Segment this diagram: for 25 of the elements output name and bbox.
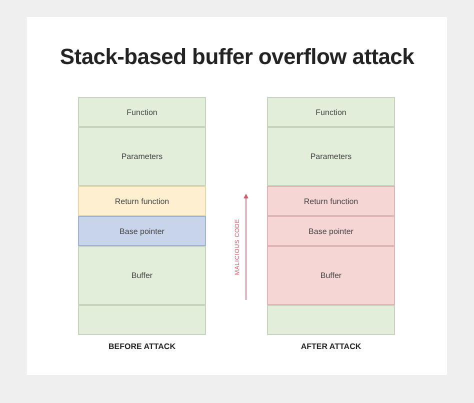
stack-frame — [267, 127, 395, 186]
stack-frame — [78, 97, 206, 127]
stack-frame — [267, 186, 395, 216]
stack-frame — [267, 97, 395, 127]
frame-label: Parameters — [310, 152, 352, 161]
frame-label: Buffer — [131, 271, 153, 280]
title: Stack-based buffer overflow attack — [58, 44, 416, 70]
frame-label: Return function — [304, 196, 358, 206]
stack-frame — [267, 246, 395, 305]
frame-label: Function — [316, 108, 346, 116]
frame-label: Base pointer — [308, 226, 354, 236]
empty-stack-frame — [78, 305, 206, 335]
stack-frame — [78, 127, 206, 186]
frame-label: Parameters — [121, 152, 163, 161]
frame-label: Base pointer — [120, 226, 164, 236]
stack-caption: AFTER ATTACK — [300, 342, 362, 351]
stack-caption: BEFORE ATTACK — [108, 342, 176, 351]
stack-frame — [267, 216, 395, 246]
stack-frame — [78, 246, 206, 305]
frame-label: Return function — [114, 196, 170, 206]
stack-frame — [78, 186, 206, 216]
frame-label: Function — [126, 108, 158, 116]
frame-label: Buffer — [320, 271, 342, 280]
stack-frame — [78, 216, 206, 246]
empty-stack-frame — [267, 305, 395, 335]
